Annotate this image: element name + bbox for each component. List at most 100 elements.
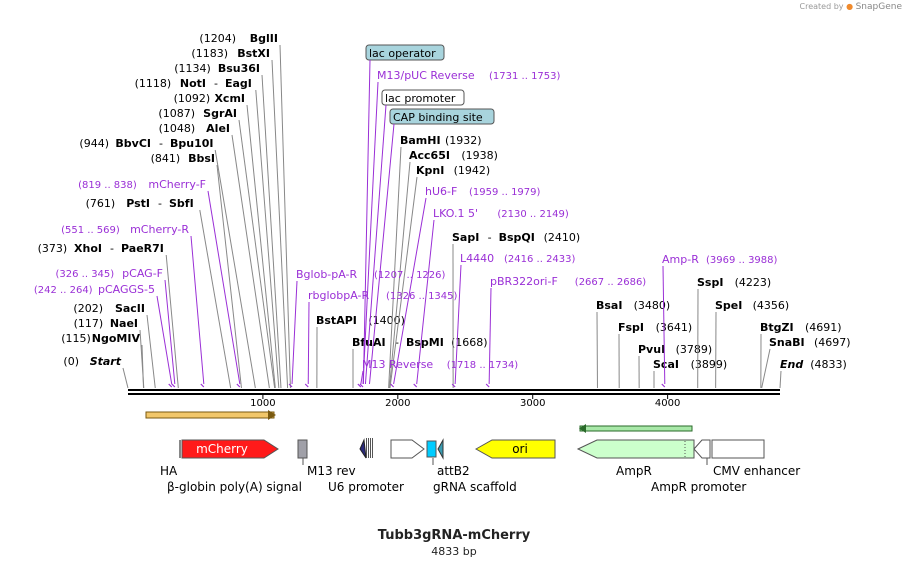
enzyme-leader [246, 104, 276, 389]
primer-pbr322ori-f: pBR322ori-F(2667 .. 2686) [485, 275, 646, 388]
enzyme-site-scai: ScaI(3899) [653, 358, 727, 389]
feature-label-cap-binding-site: CAP binding site [368, 108, 495, 385]
enzyme-name: XcmI [214, 92, 245, 105]
primer-name: mCherry-R [130, 223, 189, 236]
enzyme-site-snabi: SnaBI(4697) [761, 336, 851, 389]
feature-label-text: lac promoter [385, 92, 456, 105]
enzyme-site-bbsi: BbsI(841) [151, 152, 242, 389]
enzyme-site-xcmi: XcmI(1092) [174, 92, 276, 389]
enzyme-position: (4691) [805, 321, 842, 334]
feature-label-u6-promoter: U6 promoter [328, 480, 404, 494]
feature-label-text: lac operator [369, 47, 436, 60]
primer-arrow [357, 383, 362, 388]
primer-arrow [171, 383, 176, 388]
feature-bglobin-polya [297, 439, 308, 459]
feature-m13-rev [359, 438, 367, 459]
primer-range: (551 .. 569) [61, 225, 120, 236]
feature-ori [474, 439, 556, 459]
feature-mcherry-label: mCherry [196, 442, 248, 456]
plasmid-length: 4833 bp [431, 545, 477, 558]
enzyme-site-bsai: BsaI (3480) [596, 299, 671, 389]
enzyme-position: (4356) [753, 299, 790, 312]
primer-arrow [236, 383, 241, 388]
primer-arrow [288, 383, 293, 388]
enzyme-site-noti: NotI(1118)-EagI [135, 77, 280, 389]
primer-name: M13 Reverse [362, 358, 433, 371]
enzyme-name: BsaI [596, 299, 622, 312]
feature-label-ampr: AmpR [616, 464, 652, 478]
primer-range: (1718 .. 1734) [447, 360, 519, 371]
enzyme-leader [761, 348, 771, 389]
primer-range: (2416 .. 2433) [504, 254, 576, 265]
enzyme-position: (1134) [174, 62, 211, 75]
primer-name: L4440 [460, 252, 494, 265]
enzyme-name: BbsI [188, 152, 215, 165]
feature-label-ampr-promoter: AmpR promoter [651, 480, 746, 494]
enzyme-name: NaeI [110, 317, 138, 330]
primer-arrow [661, 383, 666, 388]
primer-rbglobpa-r: rbglobpA-R(1326 .. 1345) [304, 289, 458, 388]
primer-range: (2130 .. 2149) [497, 209, 569, 220]
enzyme-position: (761) [86, 197, 116, 210]
primer-leader [454, 264, 462, 385]
primer-arrow [304, 383, 309, 388]
feature-ha-mark [179, 440, 181, 458]
feature-label-box [381, 89, 465, 106]
primer-arrow [390, 383, 395, 388]
enzyme-leader [141, 344, 145, 389]
enzyme-site-btgzi: BtgZI(4691) [760, 321, 842, 389]
enzyme-position: (4833) [810, 358, 847, 371]
primer-pcaggs-5: pCAGGS-5(242 .. 264) [34, 283, 173, 388]
enzyme-position: (2410) [544, 231, 581, 244]
primer-arrow [200, 383, 205, 388]
feature-label-lac-promoter: lac promoter [364, 89, 465, 385]
enzyme-site-bsu36i: Bsu36I(1134) [174, 62, 282, 389]
enzyme-name: BbvCI [115, 137, 151, 150]
enzyme-name-2: BspMI [406, 336, 444, 349]
enzyme-position: (944) [79, 137, 109, 150]
snapgene-brand: SnapGene [855, 2, 902, 12]
enzyme-name-2: SbfI [169, 197, 194, 210]
orf-arrowhead [268, 410, 276, 420]
enzyme-leader [122, 367, 129, 389]
feature-label-m13-rev: M13 rev [307, 464, 356, 478]
feature-ampr-promoter [693, 439, 711, 459]
enzyme-leader [214, 149, 256, 389]
primer-name: pBR322ori-F [490, 275, 558, 288]
enzyme-name: AleI [206, 122, 230, 135]
axis-tick-label: 3000 [520, 398, 545, 409]
feature-ampr [576, 439, 695, 459]
enzyme-site-kpni: KpnI(1942) [389, 164, 490, 389]
enzyme-leader [216, 164, 242, 389]
enzyme-position: (1087) [158, 107, 195, 120]
primer-leader [360, 370, 364, 385]
primer-l4440: L4440 (2416 .. 2433) [451, 252, 576, 388]
enzyme-position: (1938) [461, 149, 498, 162]
feature-ori-label: ori [512, 442, 528, 456]
enzyme-name: KpnI [416, 164, 444, 177]
enzyme-site-naei: NaeI(117) [74, 317, 145, 389]
enzyme-dash: - [159, 137, 163, 150]
enzyme-site-start: Start(0) [63, 355, 129, 389]
enzyme-site-bstxi: BstXI(1183) [191, 47, 289, 389]
enzyme-name: Start [90, 355, 122, 368]
enzyme-name: SspI [697, 276, 723, 289]
feature-label-lac-operator: lac operator [362, 44, 445, 385]
primer-m13-puc-reverse: M13/pUC Reverse(1731 .. 1753) [359, 69, 561, 388]
feature-label-beta-globin-polya: β-globin poly(A) signal [167, 480, 302, 494]
enzyme-name: Acc65I [409, 149, 450, 162]
orf-bar-ha [145, 411, 275, 419]
primer-leader [291, 280, 298, 385]
primer-name: pCAG-F [122, 267, 163, 280]
enzyme-position: (1204) [199, 32, 236, 45]
enzyme-position: (3480) [634, 299, 671, 312]
feature-label-leader [364, 104, 387, 385]
primer-lko-1-5-: LKO.1 5'(2130 .. 2149) [413, 207, 569, 388]
primer-leader [393, 197, 427, 385]
enzyme-name-2: BspQI [499, 231, 535, 244]
feature-label-box [389, 108, 495, 125]
primer-name: pCAGGS-5 [98, 283, 155, 296]
enzyme-name: SacII [115, 302, 145, 315]
primer-leader [190, 235, 205, 385]
enzyme-name: FspI [618, 321, 644, 334]
